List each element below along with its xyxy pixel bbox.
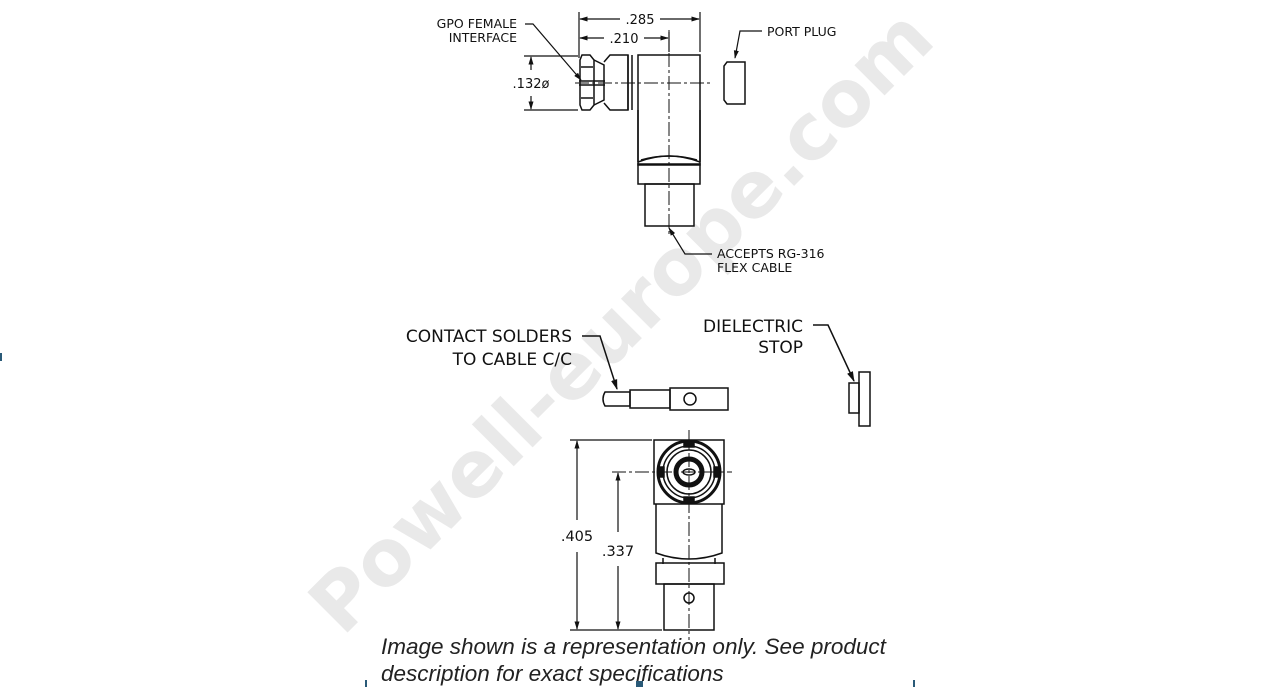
svg-text:FLEX CABLE: FLEX CABLE (717, 260, 792, 275)
svg-text:DIELECTRIC: DIELECTRIC (703, 317, 803, 337)
contact-pin (582, 335, 729, 411)
front-view-labels: .405 .337 (561, 529, 634, 560)
svg-text:PORT PLUG: PORT PLUG (767, 24, 836, 39)
svg-text:ACCEPTS RG-316: ACCEPTS RG-316 (717, 246, 825, 261)
left-edge-marker (0, 353, 2, 361)
svg-text:.210: .210 (610, 32, 639, 47)
bottom-left-corner-marker (365, 680, 367, 687)
front-view (612, 430, 732, 640)
svg-text:.405: .405 (561, 529, 593, 545)
svg-text:CONTACT SOLDERS: CONTACT SOLDERS (406, 327, 572, 347)
image-disclaimer-caption: Image shown is a representation only. Se… (381, 634, 886, 686)
svg-text:STOP: STOP (758, 338, 803, 358)
svg-text:.337: .337 (602, 544, 634, 560)
svg-text:.285: .285 (626, 13, 655, 28)
svg-text:INTERFACE: INTERFACE (449, 30, 517, 45)
parts-labels: CONTACT SOLDERS TO CABLE C/C DIELECTRIC … (406, 317, 803, 370)
dielectric-stop (813, 324, 871, 427)
side-view-labels: GPO FEMALE INTERFACE PORT PLUG ACCEPTS R… (437, 13, 837, 275)
svg-text:GPO FEMALE: GPO FEMALE (437, 16, 517, 31)
front-view-dimensions (570, 439, 662, 631)
bottom-right-corner-marker (913, 680, 915, 687)
bottom-center-handle[interactable] (636, 681, 643, 687)
svg-text:TO CABLE C/C: TO CABLE C/C (452, 350, 572, 370)
side-view (575, 30, 746, 235)
side-view-dimensions (524, 12, 762, 255)
svg-text:.132ø: .132ø (513, 77, 550, 92)
